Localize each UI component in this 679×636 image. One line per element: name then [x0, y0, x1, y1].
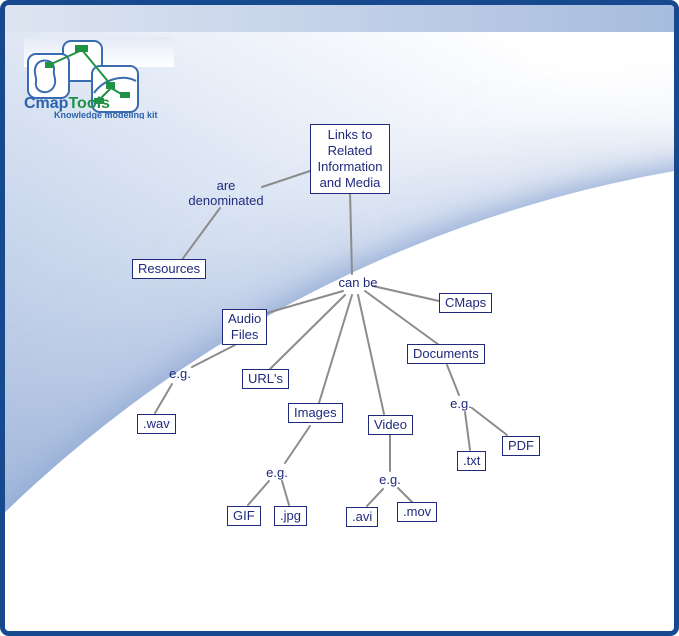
- concept-node-cmaps[interactable]: CMaps: [439, 293, 493, 313]
- line-eg-pdf: [471, 407, 508, 436]
- concept-node-urls[interactable]: URL's: [242, 369, 289, 389]
- connector-lines: [154, 170, 508, 507]
- line-canbe-images: [318, 294, 353, 404]
- line-eg-jpg: [281, 480, 290, 506]
- linking-phrase-are-denominated[interactable]: are denominated: [188, 178, 264, 208]
- linking-phrase-can-be[interactable]: can be: [338, 275, 378, 290]
- logo-tagline: Knowledge modeling kit: [54, 110, 158, 119]
- linking-phrase-eg-audio[interactable]: e.g.: [169, 366, 191, 381]
- concept-node-jpg[interactable]: .jpg: [274, 506, 307, 526]
- concept-node-audio-files[interactable]: Audio Files: [222, 309, 268, 345]
- concept-node-wav[interactable]: .wav: [137, 414, 176, 434]
- logo-head-icon: [33, 59, 57, 94]
- logo-wordmark: CmapTools: [24, 95, 110, 112]
- top-banner-strip: [5, 5, 674, 32]
- line-aredenominated-resources: [180, 207, 221, 262]
- cmap-canvas: CmapTools Knowledge modeling kit: [5, 5, 674, 631]
- logo-arc: [93, 76, 137, 94]
- line-canbe-cmaps: [372, 285, 440, 302]
- concept-node-video[interactable]: Video: [368, 415, 414, 435]
- concept-node-avi[interactable]: .avi: [346, 507, 379, 527]
- line-canbe-urls: [269, 294, 346, 370]
- line-canbe-documents: [364, 290, 440, 346]
- concept-node-documents[interactable]: Documents: [407, 344, 485, 364]
- line-canbe-video: [357, 294, 385, 415]
- line-eg-mov: [397, 487, 414, 504]
- line-eg-avi: [366, 488, 384, 507]
- linking-phrase-eg-documents[interactable]: e.g.: [450, 396, 472, 411]
- line-links-aredenominated: [261, 170, 311, 188]
- concept-node-links[interactable]: Links to Related Information and Media: [310, 124, 390, 194]
- logo-nodes: [45, 45, 130, 104]
- linking-phrase-eg-video[interactable]: e.g.: [379, 472, 401, 487]
- linking-phrase-eg-images[interactable]: e.g.: [266, 465, 288, 480]
- cmaptools-logo: CmapTools Knowledge modeling kit: [24, 37, 174, 119]
- line-images-eg: [284, 425, 311, 464]
- concept-node-pdf[interactable]: PDF: [502, 436, 540, 456]
- line-canbe-audiofiles: [266, 290, 344, 314]
- concept-node-resources[interactable]: Resources: [132, 259, 207, 279]
- line-documents-eg: [446, 364, 460, 396]
- line-eg-txt: [464, 411, 471, 451]
- concept-node-images[interactable]: Images: [288, 403, 343, 423]
- line-audiofiles-eg: [191, 344, 236, 368]
- concept-node-mov[interactable]: .mov: [397, 502, 438, 522]
- line-eg-wav: [154, 383, 173, 414]
- line-eg-gif: [247, 480, 270, 506]
- line-links-canbe: [349, 190, 353, 275]
- concept-node-txt[interactable]: .txt: [457, 451, 487, 471]
- concept-node-gif[interactable]: GIF: [227, 506, 261, 526]
